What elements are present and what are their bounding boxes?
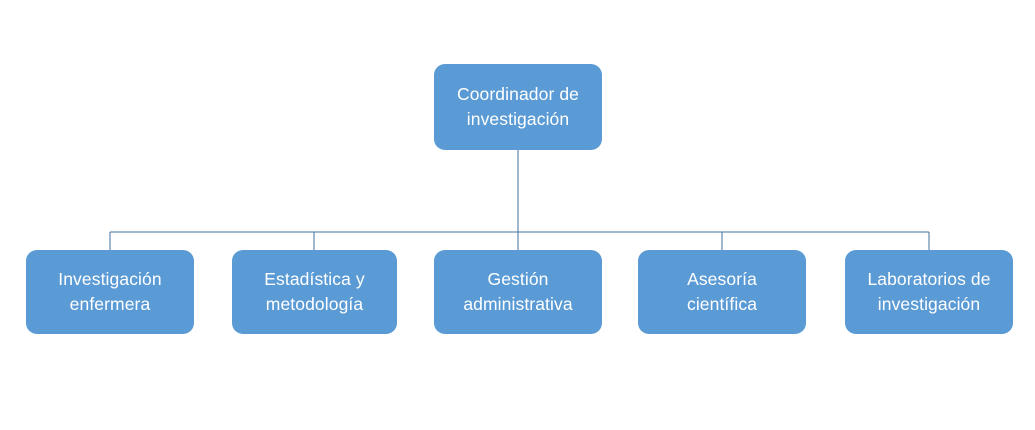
org-node-label: Gestión administrativa [463,269,573,314]
org-node-investigacion-enfermera[interactable]: Investigación enfermera [26,250,194,334]
org-node-label: Laboratorios de investigación [867,269,991,314]
org-node-laboratorios-de-investigacion[interactable]: Laboratorios de investigación [845,250,1013,334]
org-node-label: Investigación enfermera [58,269,162,314]
org-node-asesoria-cientifica[interactable]: Asesoría científica [638,250,806,334]
org-node-label: Asesoría científica [686,269,758,314]
org-node-gestion-administrativa[interactable]: Gestión administrativa [434,250,602,334]
org-node-label: Estadística y metodología [264,269,365,314]
org-node-root-label: Coordinador de investigación [456,84,580,129]
org-node-root[interactable]: Coordinador de investigación [434,64,602,150]
org-node-estadistica-y-metodologia[interactable]: Estadística y metodología [232,250,397,334]
